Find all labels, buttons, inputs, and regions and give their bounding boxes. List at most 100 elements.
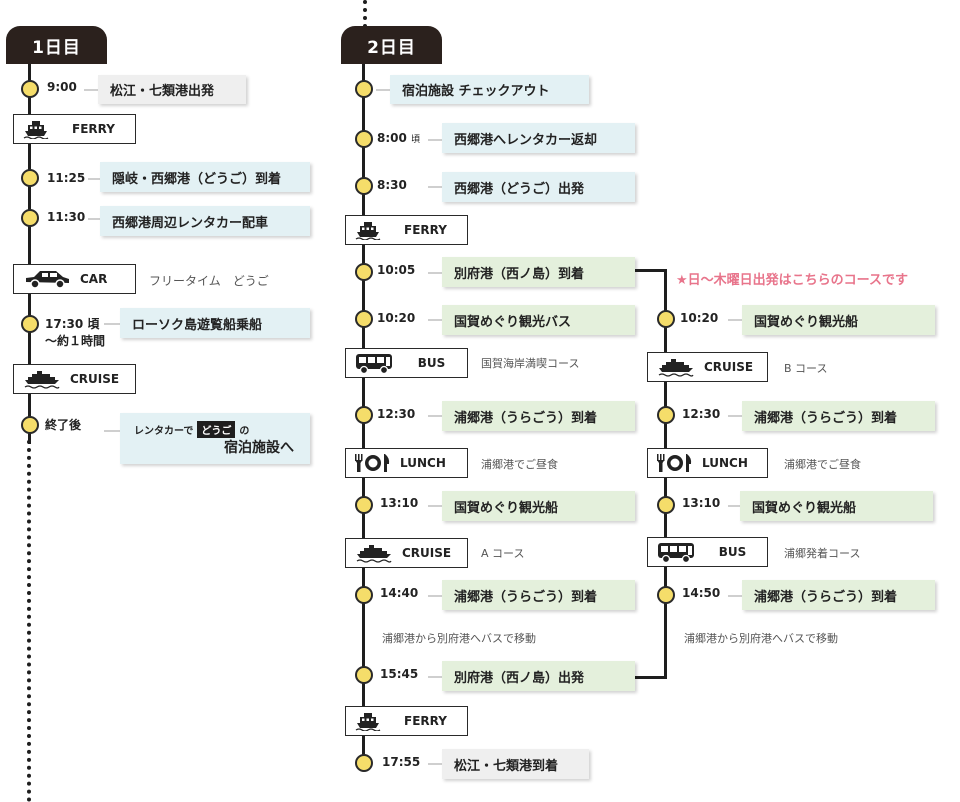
lunch-icon xyxy=(648,452,702,474)
transport-label: CRUISE xyxy=(704,360,754,374)
timeline-dot xyxy=(355,754,373,772)
stop-label: 国賀めぐり観光船 xyxy=(740,491,933,521)
transport-ferry: FERRY xyxy=(345,215,468,245)
stop-time: 10:05 xyxy=(377,263,416,277)
timeline-dot xyxy=(355,586,373,604)
stop-label: 西郷港へレンタカー返却 xyxy=(442,123,635,153)
stop-time-approx: 頃 xyxy=(411,135,421,145)
stop-time: 9:00 xyxy=(47,80,77,94)
timeline-dot xyxy=(355,406,373,424)
day2-timeline-dotted-top xyxy=(363,0,367,28)
connector xyxy=(428,272,442,274)
timeline-dot xyxy=(355,80,373,98)
day1-timeline xyxy=(28,64,31,444)
transport-note: 浦郷港でご昼食 xyxy=(784,458,861,471)
final-suffix: の xyxy=(239,426,250,437)
transport-note: A コース xyxy=(481,547,525,560)
connector xyxy=(104,323,120,325)
stop-label: 浦郷港（うらごう）到着 xyxy=(442,580,635,610)
timeline-dot xyxy=(657,496,675,514)
timeline-dot xyxy=(355,263,373,281)
timeline-dot xyxy=(657,406,675,424)
ferry-icon xyxy=(14,119,58,139)
cruise-icon xyxy=(648,357,704,377)
timeline-dot xyxy=(355,666,373,684)
stop-time: 10:20 xyxy=(680,311,719,325)
stop-label: 隠岐・西郷港（どうご）到着 xyxy=(100,162,310,192)
connector xyxy=(428,415,442,417)
transport-note: 国賀海岸満喫コース xyxy=(481,357,580,370)
transport-lunch: LUNCH xyxy=(345,448,468,478)
stop-label: 浦郷港（うらごう）到着 xyxy=(742,401,935,431)
connector xyxy=(428,595,442,597)
timeline-dot xyxy=(657,586,675,604)
transport-ferry: FERRY xyxy=(345,706,468,736)
stop-time: 15:45 xyxy=(380,667,419,681)
transport-cruise: CRUISE xyxy=(13,364,136,394)
connector xyxy=(428,763,442,765)
timeline-dot xyxy=(21,80,39,98)
connector xyxy=(104,430,120,432)
cruise-icon xyxy=(346,543,402,563)
final-prefix: レンタカーで xyxy=(134,426,194,437)
transport-label: BUS xyxy=(417,356,446,370)
transport-note: B コース xyxy=(784,362,828,375)
stop-time: 11:30 xyxy=(47,210,86,224)
stop-label: 浦郷港（うらごう）到着 xyxy=(742,580,935,610)
connector xyxy=(376,89,390,91)
lunch-icon xyxy=(346,452,400,474)
timeline-dot xyxy=(21,169,39,187)
car-icon xyxy=(14,269,80,289)
connector xyxy=(428,139,442,141)
day2-header: 2日目 xyxy=(341,26,442,64)
stop-label: 国賀めぐり観光船 xyxy=(742,305,935,335)
transport-label: BUS xyxy=(718,545,747,559)
timeline-dot xyxy=(21,315,39,333)
ferry-icon xyxy=(346,220,390,240)
connector xyxy=(428,186,442,188)
stop-time: 終了後 xyxy=(45,418,82,432)
stop-time: 12:30 xyxy=(682,407,721,421)
transport-label: FERRY xyxy=(72,122,115,136)
stop-time: 8:00 頃 xyxy=(377,131,420,145)
stop-label: 別府港（西ノ島）出発 xyxy=(442,661,635,691)
stop-label: 松江・七類港到着 xyxy=(442,749,589,779)
connector xyxy=(728,505,740,507)
transport-cruise: CRUISE xyxy=(345,538,468,568)
transport-cruise: CRUISE xyxy=(647,352,768,382)
transport-label: FERRY xyxy=(404,223,447,237)
day1-timeline-dotted xyxy=(27,440,31,802)
stop-label: 別府港（西ノ島）到着 xyxy=(442,257,635,287)
stop-time-value: 8:00 xyxy=(377,131,407,145)
transport-note: 浦郷発着コース xyxy=(784,547,861,560)
bus-icon xyxy=(346,352,402,374)
stop-label: 松江・七類港出発 xyxy=(98,75,246,104)
transport-label: CAR xyxy=(80,272,108,286)
connector xyxy=(428,676,442,678)
alt-course-banner: ★日〜木曜日出発はこちらのコースです xyxy=(676,273,909,288)
stop-time: 12:30 xyxy=(377,407,416,421)
bus-move-note: 浦郷港から別府港へバスで移動 xyxy=(684,632,838,645)
timeline-dot xyxy=(21,416,39,434)
stop-time: 14:40 xyxy=(380,586,419,600)
transport-ferry: FERRY xyxy=(13,114,136,144)
transport-bus: BUS xyxy=(647,537,768,567)
timeline-dot xyxy=(355,310,373,328)
connector xyxy=(88,218,100,220)
stop-time: 14:50 xyxy=(682,586,721,600)
transport-car: CAR xyxy=(13,264,136,294)
transport-label: FERRY xyxy=(404,714,447,728)
timeline-dot xyxy=(21,209,39,227)
timeline-dot xyxy=(355,496,373,514)
final-line1: レンタカーでどうごの xyxy=(134,421,249,438)
stop-time: 11:25 xyxy=(47,171,86,185)
branch-connector-bottom xyxy=(635,676,667,679)
stop-time: 8:30 xyxy=(377,178,407,192)
transport-note: 浦郷港でご昼食 xyxy=(481,458,558,471)
stop-label: 国賀めぐり観光船 xyxy=(442,491,635,521)
stop-label: 西郷港周辺レンタカー配車 xyxy=(100,206,310,236)
transport-label: LUNCH xyxy=(400,456,446,470)
connector xyxy=(428,505,442,507)
ferry-icon xyxy=(346,711,390,731)
stop-time: 17:55 xyxy=(382,755,421,769)
